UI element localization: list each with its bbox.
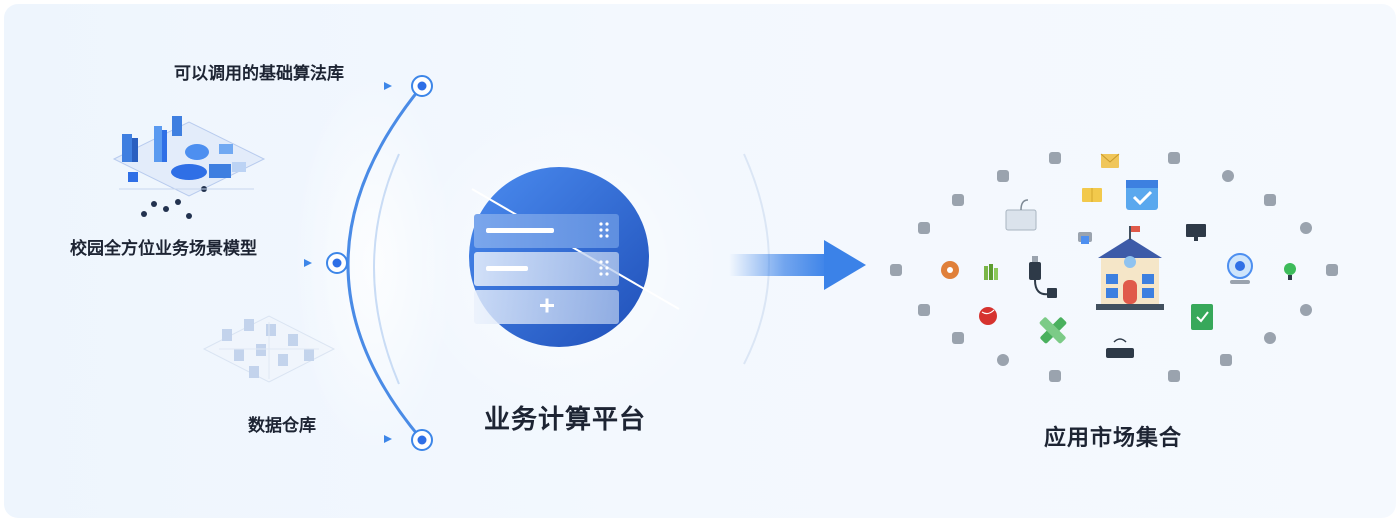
platform-title: 业务计算平台	[484, 405, 647, 435]
books-icon	[984, 264, 998, 280]
webcam-icon	[1227, 253, 1253, 284]
monitor-icon	[1186, 224, 1206, 241]
algorithm-library-label: 可以调用的基础算法库	[174, 64, 344, 84]
app-tile-icon	[1300, 222, 1312, 234]
market-title: 应用市场集合	[1044, 426, 1183, 451]
app-tile-icon	[890, 264, 902, 276]
globe-icon	[979, 307, 997, 325]
notebook-icon	[1191, 304, 1213, 330]
router-icon	[1106, 338, 1134, 358]
data-warehouse-illustration-icon	[202, 315, 336, 383]
calendar-check-icon	[1126, 180, 1158, 210]
keyboard-icon	[1005, 199, 1037, 231]
school-building-icon	[1096, 226, 1164, 310]
app-tile-icon	[952, 332, 964, 344]
app-tile-icon	[1168, 152, 1180, 164]
app-tile-icon	[1049, 152, 1061, 164]
app-tile-icon	[1326, 264, 1338, 276]
book-icon	[1082, 188, 1102, 202]
pencil-ruler-icon	[1039, 317, 1067, 344]
mail-icon	[1100, 153, 1120, 168]
app-tile-icon	[1220, 354, 1232, 366]
data-warehouse-label: 数据仓库	[248, 416, 316, 436]
disc-icon	[941, 261, 959, 279]
node-middle	[326, 252, 348, 274]
app-tile-icon	[952, 194, 964, 206]
usb-cable-icon	[1029, 256, 1057, 298]
app-tile-icon	[1300, 304, 1312, 316]
app-tile-icon	[1264, 332, 1276, 344]
app-tile-icon	[1264, 194, 1276, 206]
node-top	[411, 75, 433, 97]
app-tile-icon	[1222, 170, 1234, 182]
diagram-canvas	[38, 74, 1296, 454]
campus-scene-model-label: 校园全方位业务场景模型	[70, 239, 257, 259]
app-tile-icon	[918, 222, 930, 234]
server-stack-icon	[469, 167, 680, 347]
app-tile-icon	[997, 354, 1009, 366]
connector-arc	[346, 84, 424, 442]
app-tile-icon	[1168, 370, 1180, 382]
app-tile-icon	[1049, 370, 1061, 382]
diagram-card: 可以调用的基础算法库 校园全方位业务场景模型 数据仓库 业务计算平台 应用市场集…	[4, 4, 1396, 518]
app-tile-icon	[997, 170, 1009, 182]
printer-icon	[1078, 232, 1092, 244]
inner-arc	[373, 153, 400, 385]
node-bottom	[411, 429, 433, 451]
flow-arrow	[729, 240, 866, 290]
campus-scene-illustration-icon	[112, 116, 266, 219]
lightbulb-icon	[1284, 263, 1296, 280]
app-tile-icon	[918, 304, 930, 316]
